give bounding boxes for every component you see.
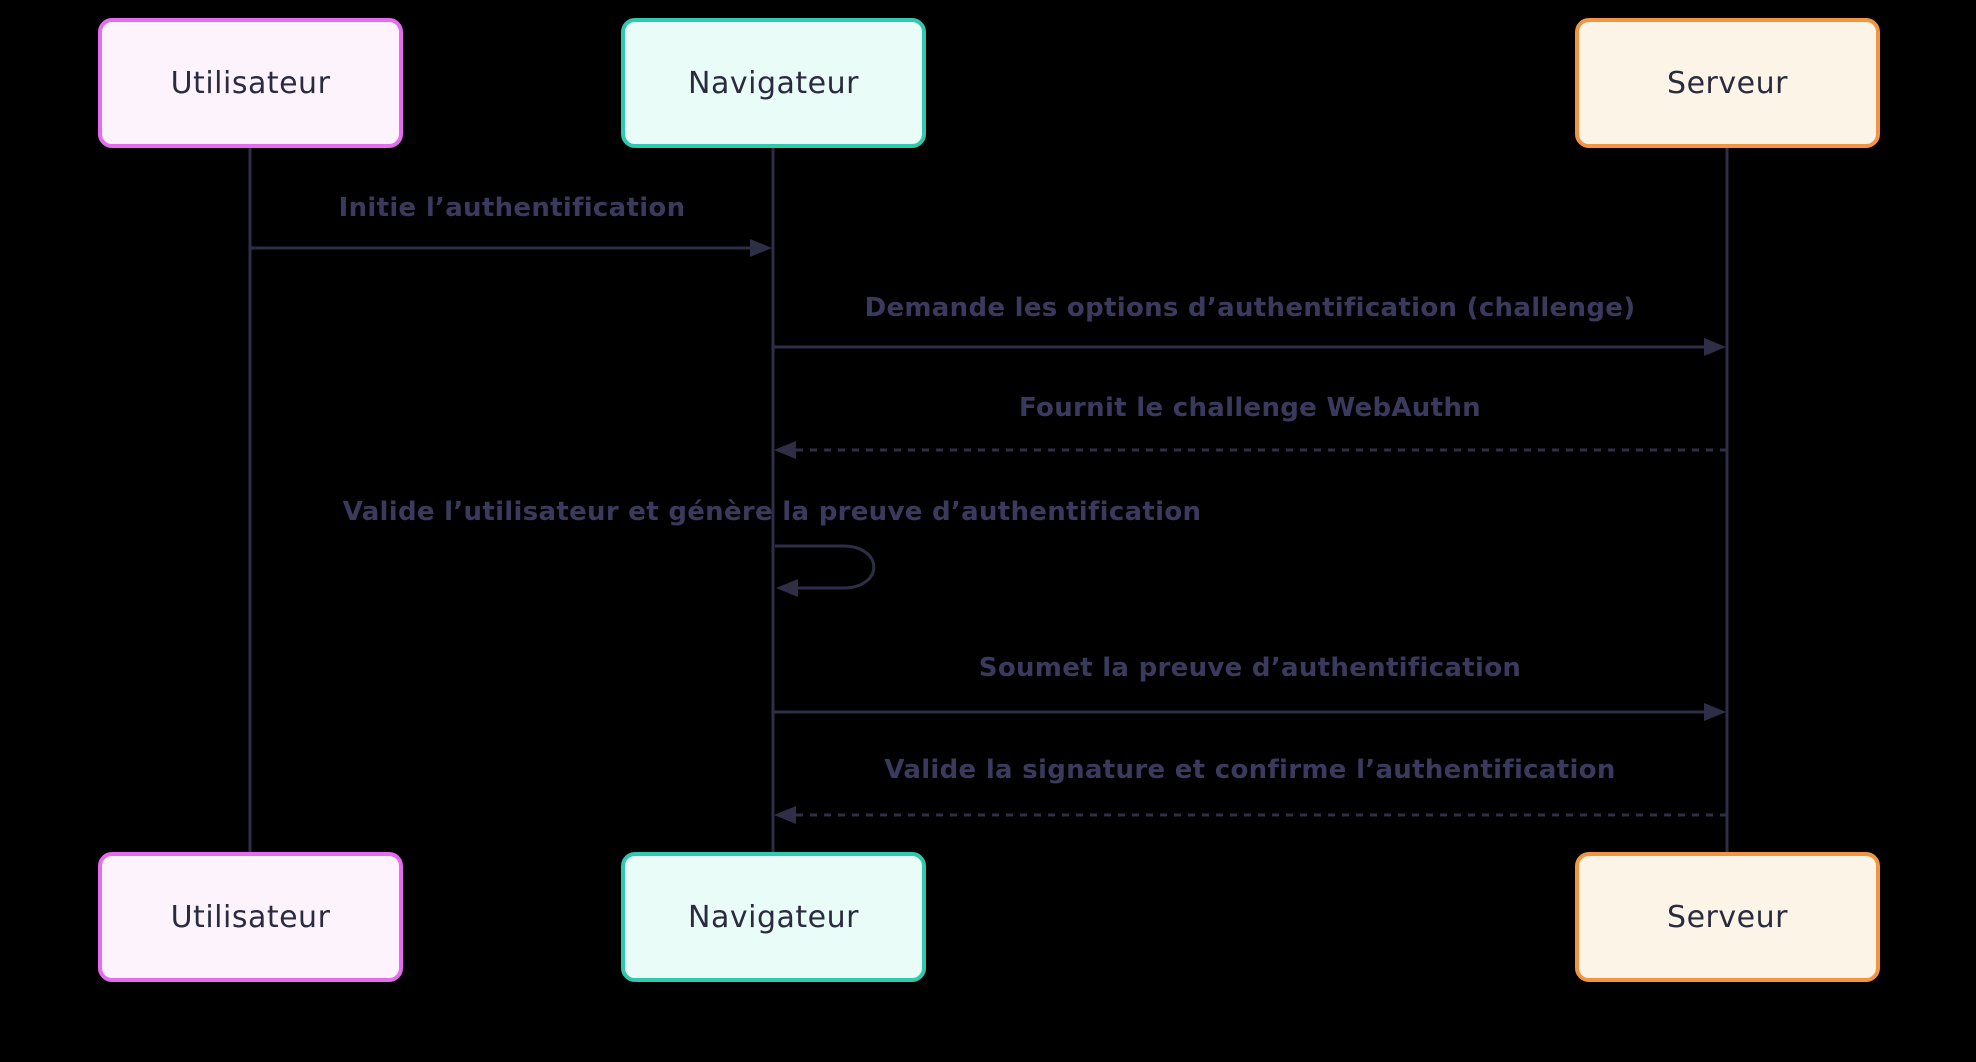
actor-box-navigateur-top: Navigateur <box>621 18 926 148</box>
message-arrow-valide-signature <box>774 806 1727 824</box>
actor-box-serveur-bottom: Serveur <box>1575 852 1880 982</box>
message-label-initie-authentification: Initie l’authentification <box>338 193 686 223</box>
actor-label: Navigateur <box>688 65 859 101</box>
message-label-valide-signature: Valide la signature et confirme l’authen… <box>884 755 1616 785</box>
actor-label: Navigateur <box>688 899 859 935</box>
message-arrow-self-valide-utilisateur <box>775 544 876 597</box>
message-arrow-fournit-challenge <box>774 441 1727 459</box>
actor-box-serveur-top: Serveur <box>1575 18 1880 148</box>
message-arrow-initie-authentification <box>250 239 772 257</box>
message-label-fournit-challenge: Fournit le challenge WebAuthn <box>1019 393 1481 423</box>
actor-label: Serveur <box>1667 899 1788 935</box>
actor-box-navigateur-bottom: Navigateur <box>621 852 926 982</box>
message-label-soumet-preuve: Soumet la preuve d’authentification <box>978 653 1522 683</box>
message-arrow-soumet-preuve <box>773 703 1726 721</box>
actor-box-utilisateur-bottom: Utilisateur <box>98 852 403 982</box>
message-label-demande-options: Demande les options d’authentification (… <box>864 293 1636 323</box>
message-arrow-demande-options <box>773 338 1726 356</box>
message-label-valide-utilisateur: Valide l’utilisateur et génère la preuve… <box>342 497 1202 527</box>
actor-label: Utilisateur <box>170 65 331 101</box>
actor-label: Utilisateur <box>170 899 331 935</box>
actor-box-utilisateur-top: Utilisateur <box>98 18 403 148</box>
actor-label: Serveur <box>1667 65 1788 101</box>
